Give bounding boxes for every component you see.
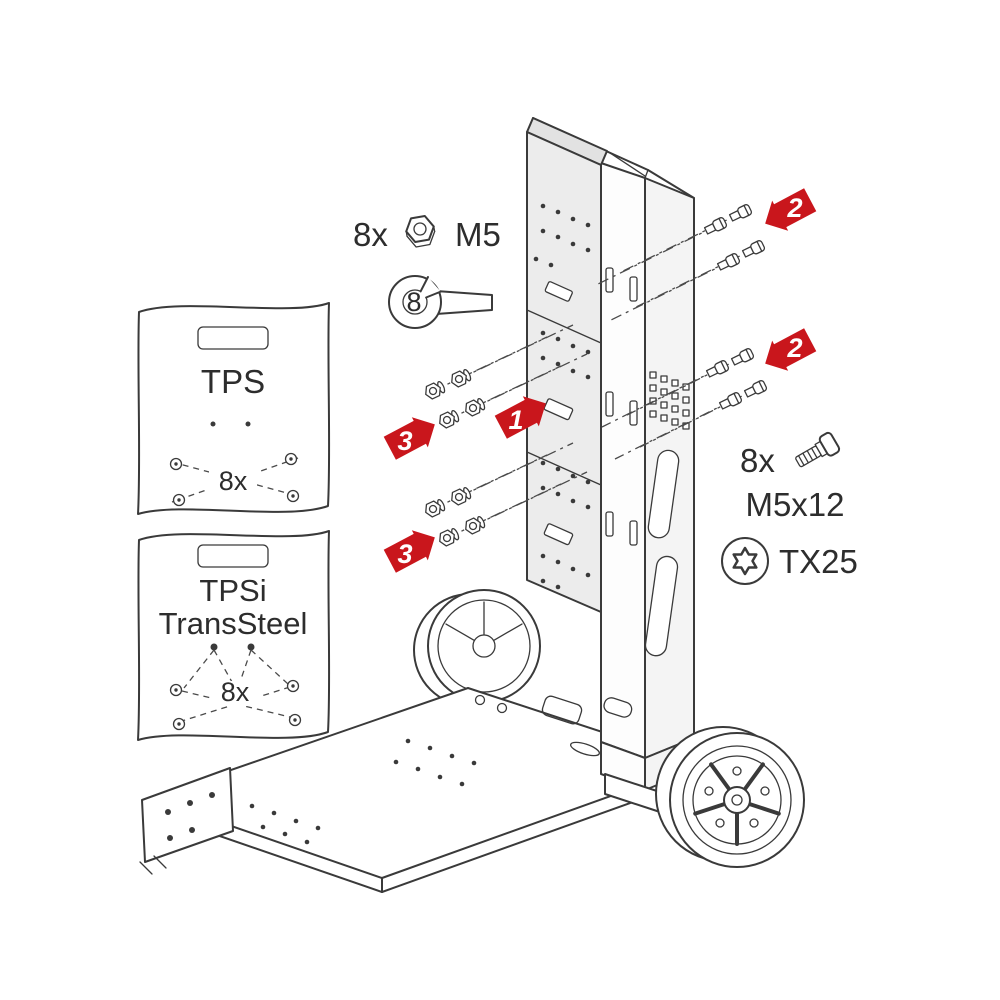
tps-hole-count: 8x [219,466,248,496]
nut-icon [436,526,461,549]
screw-icon [718,391,744,412]
screw-icon [716,252,742,273]
step-1-number: 1 [508,405,523,435]
screw-qty-label: 8x [740,442,775,479]
step-arrow-3-mid: 3 [383,417,435,460]
torx-label: TX25 [779,543,858,580]
torx-icon [721,537,769,585]
tpsi-hole-markers [169,679,302,731]
column-side-slot [647,449,680,539]
tpsi-label: TPSi [199,573,266,608]
mounting-plate [526,117,608,613]
plate-slot-step1-target [543,398,574,421]
front-wheel [655,726,805,868]
nut-icon [436,408,461,431]
screw-icon [728,203,754,224]
column-front-slots [603,267,638,718]
panel-tps: TPS 8x [137,302,331,515]
step-2-number: 2 [786,193,802,223]
torx-callout: TX25 [721,537,858,585]
nut-icon [462,514,487,537]
step-arrow-2-mid: 2 [765,328,817,371]
screw-icon [705,359,731,380]
screw-group-top-right [595,203,767,322]
screw-group-mid-right [601,347,769,460]
screw-callout: 8x M5x12 [740,431,845,523]
screw-icon [730,347,756,368]
screw-icon-large [795,431,841,468]
step-3-number: 3 [397,539,412,569]
tpsi-hole-count: 8x [221,677,250,707]
nut-callout: 8x M5 [353,214,501,253]
screw-icon [703,216,729,237]
nut-icon [448,485,473,508]
nut-icon [448,367,473,390]
cart-base [139,687,701,893]
column-side-slot [644,555,679,657]
tps-label: TPS [201,363,265,400]
nut-qty-label: 8x [353,216,388,253]
transsteel-label: TransSteel [159,606,308,641]
column-assembly [532,117,717,819]
step-2-number: 2 [786,333,802,363]
nut-icon [462,396,487,419]
panel-tpsi-transsteel: TPSi TransSteel 8x [137,530,331,741]
step-arrow-1: 1 [494,396,546,439]
step-arrow-3-low: 3 [383,530,435,573]
nut-icon [422,497,447,520]
wrench-size-label: 8 [406,287,421,317]
nut-icon [422,379,447,402]
screw-icon [743,379,769,400]
tps-hole-markers [169,452,300,507]
step-3-number: 3 [397,426,412,456]
wrench-icon: 8 [388,275,493,329]
nut-group-mid-left [422,324,588,431]
cart-hole-pattern [249,694,619,845]
plate-hole-pattern [533,203,591,590]
cart-bracket [139,767,234,875]
panel-slot [197,326,269,350]
nut-group-low-left [422,442,588,549]
wheel-spokes [693,762,781,846]
panel-slot [197,544,269,568]
step-arrow-2-top: 2 [765,188,817,231]
rear-wheel [413,589,541,707]
screw-size-label: M5x12 [745,486,844,523]
screw-icon [741,239,767,260]
nut-size-label: M5 [455,216,501,253]
nut-icon [405,214,436,248]
